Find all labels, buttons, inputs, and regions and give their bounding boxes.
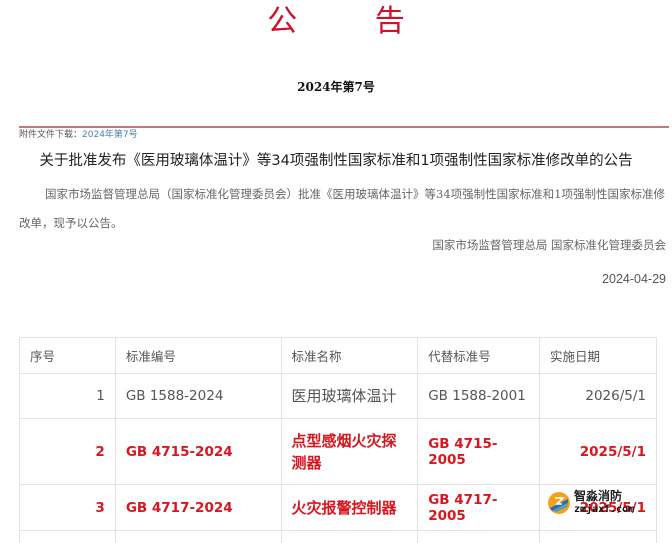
cell-empty: [115, 531, 281, 543]
notice-body: 国家市场监督管理总局（国家标准化管理委员会）批准《医用玻璃体温计》等34项强制性…: [19, 180, 669, 238]
cell-seq: 2: [20, 419, 116, 485]
watermark-logo-icon: [547, 491, 571, 515]
cell-effective: 2026/5/1: [540, 374, 657, 419]
notice-date: 2024-04-29: [602, 270, 666, 288]
cell-replaces: GB 4717-2005: [418, 485, 540, 531]
col-header-seq: 序号: [20, 338, 116, 374]
issue-number: 2024年第7号: [0, 78, 672, 96]
cell-seq: 1: [20, 374, 116, 419]
attachment-line: 附件文件下载：2024年第7号: [19, 129, 138, 141]
cell-name: 点型感烟火灾探测器: [281, 419, 418, 485]
col-header-code: 标准编号: [115, 338, 281, 374]
col-header-name: 标准名称: [281, 338, 418, 374]
cell-empty: [20, 531, 116, 543]
notice-headline: 关于批准发布《医用玻璃体温计》等34项强制性国家标准和1项强制性国家标准修改单的…: [0, 150, 672, 172]
cell-empty: [418, 531, 540, 543]
watermark-url: zmjaxf.com: [574, 503, 634, 516]
issuing-authority: 国家市场监督管理总局 国家标准化管理委员会: [432, 236, 666, 254]
attachment-label: 附件文件下载：: [19, 130, 82, 140]
site-watermark: 智淼消防 zmjaxf.com: [547, 486, 672, 520]
cell-empty: [540, 531, 657, 543]
cell-seq: 3: [20, 485, 116, 531]
attachment-download-link[interactable]: 2024年第7号: [82, 130, 138, 140]
cell-code: GB 4717-2024: [115, 485, 281, 531]
cell-name: 火灾报警控制器: [281, 485, 418, 531]
table-row: 2 GB 4715-2024 点型感烟火灾探测器 GB 4715-2005 20…: [20, 419, 657, 485]
table-header-row: 序号 标准编号 标准名称 代替标准号 实施日期: [20, 338, 657, 374]
watermark-name: 智淼消防: [574, 490, 634, 503]
cell-code: GB 4715-2024: [115, 419, 281, 485]
col-header-replaces: 代替标准号: [418, 338, 540, 374]
cell-name: 医用玻璃体温计: [281, 374, 418, 419]
cell-empty: [281, 531, 418, 543]
divider-rule: [19, 126, 669, 128]
table-row: 1 GB 1588-2024 医用玻璃体温计 GB 1588-2001 2026…: [20, 374, 657, 419]
notice-title: 公 告: [0, 2, 672, 42]
cell-replaces: GB 4715-2005: [418, 419, 540, 485]
cell-code: GB 1588-2024: [115, 374, 281, 419]
cell-effective: 2025/5/1: [540, 419, 657, 485]
table-row-partial: [20, 531, 657, 543]
cell-replaces: GB 1588-2001: [418, 374, 540, 419]
col-header-effective: 实施日期: [540, 338, 657, 374]
